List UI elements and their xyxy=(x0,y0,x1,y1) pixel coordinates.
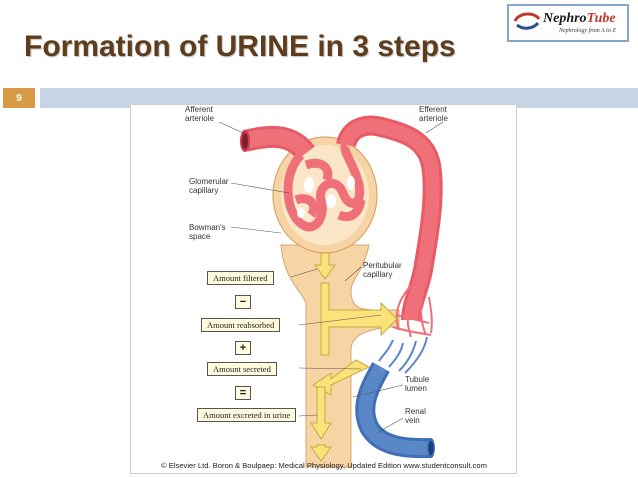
nephrotube-logo: NephroTube Nephrology from A to Z xyxy=(507,4,629,42)
step-amount-reabsorbed: Amount reabsorbed xyxy=(201,318,281,332)
operator-plus: + xyxy=(235,341,251,355)
page-number: 9 xyxy=(3,88,35,108)
glomerular-capillary xyxy=(283,141,366,232)
step-amount-secreted: Amount secreted xyxy=(207,362,277,376)
peritubular-capillary xyxy=(392,284,433,338)
step-amount-excreted: Amount excreted in urine xyxy=(197,408,297,422)
figure-credit: © Elsevier Ltd. Boron & Boulpaep: Medica… xyxy=(161,461,487,470)
flow-arrows xyxy=(310,252,398,462)
slide-title: Formation of URINE in 3 steps xyxy=(24,30,456,63)
nephron-illustration xyxy=(218,115,444,468)
step-amount-filtered: Amount filtered xyxy=(207,271,274,285)
header-band xyxy=(40,88,638,108)
operator-minus: − xyxy=(235,295,251,309)
leader-lines xyxy=(218,121,444,434)
operator-equals: = xyxy=(235,386,251,400)
logo-tagline: Nephrology from A to Z xyxy=(559,28,616,34)
kidney-swoosh-icon xyxy=(513,12,541,30)
logo-name: NephroTube xyxy=(543,11,616,26)
